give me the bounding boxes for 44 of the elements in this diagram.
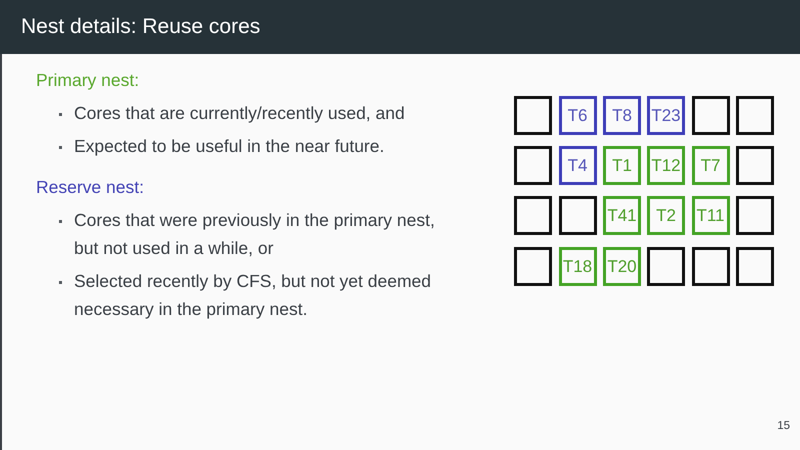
core-box — [558, 247, 596, 286]
core-label: T11 — [696, 206, 725, 226]
core-label: T8 — [612, 106, 632, 126]
core-box — [603, 146, 641, 185]
core-label: T2 — [656, 206, 676, 226]
core-box — [558, 96, 596, 135]
core-label: T4 — [568, 156, 588, 176]
core-box — [603, 96, 641, 135]
bullet-text: Cores that were previously in the primary nest, but not used in a while, or — [74, 209, 436, 260]
core-label: T23 — [651, 106, 681, 126]
core-label: T41 — [607, 206, 637, 226]
core-box — [603, 196, 641, 235]
core-box — [736, 196, 774, 235]
core-label: T12 — [651, 156, 681, 176]
slide-title: Nest details: Reuse cores — [21, 14, 260, 40]
core-box — [692, 96, 730, 135]
core-label: T18 — [562, 256, 592, 276]
core-box — [647, 96, 685, 135]
core-box — [692, 196, 730, 235]
core-box — [514, 247, 552, 286]
core-label: T1 — [612, 156, 632, 176]
bullet-text: Selected recently by CFS, but not yet deemed necessary in the primary nest. — [74, 270, 432, 321]
core-box — [514, 146, 552, 185]
section-heading: Primary nest: — [36, 69, 140, 92]
core-box — [647, 196, 685, 235]
core-box — [692, 247, 730, 286]
core-box — [736, 146, 774, 185]
core-box — [692, 146, 730, 185]
core-label: T7 — [700, 156, 720, 176]
bullet-text: Expected to be useful in the near future. — [74, 135, 384, 158]
core-box — [514, 196, 552, 235]
core-box — [647, 146, 685, 185]
bullet-text: Cores that are currently/recently used, and — [74, 102, 405, 125]
section-heading: Reserve nest: — [36, 176, 144, 199]
core-label: T20 — [607, 256, 637, 276]
core-box — [514, 96, 552, 135]
core-box — [603, 247, 641, 286]
core-box — [558, 146, 596, 185]
core-box — [736, 247, 774, 286]
core-box — [558, 196, 596, 235]
core-label: T6 — [568, 106, 588, 126]
core-box — [647, 247, 685, 286]
page-number: 15 — [776, 419, 790, 434]
core-box — [736, 96, 774, 135]
